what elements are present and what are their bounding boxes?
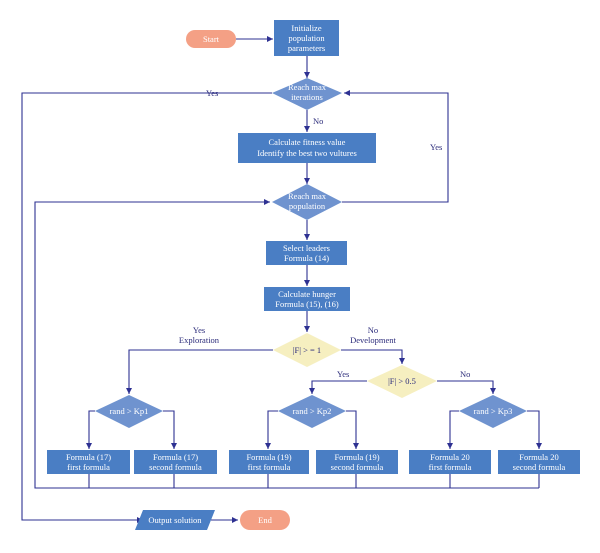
f20-second-line-1: Formula 20 [519,452,558,462]
edge-kp2-f19-second [346,410,359,449]
f19-second-line-2: second formula [331,462,384,472]
formula-17-second-node: Formula (17) second formula [134,450,217,474]
output-solution-node: Output solution [135,510,215,530]
reach-pop-line-2: population [289,201,326,211]
rand-kp2-node: rand > Kp2 [278,395,346,428]
reach-iter-line-1: Reach max [288,82,327,92]
edge-labels: Yes No Yes Yes Exploration No Developmen… [179,88,470,379]
label-half-no: No [460,369,470,379]
leaders-line-2: Formula (14) [284,253,329,263]
rand-kp3-label: rand > Kp3 [474,406,513,416]
f17-second-line-2: second formula [149,462,202,472]
label-development: Development [350,335,396,345]
init-line-2: population [288,33,325,43]
f19-second-line-1: Formula (19) [334,452,379,462]
edge-kp1-f17-first [86,410,95,449]
formula-19-second-node: Formula (19) second formula [316,450,398,474]
fitness-line-2: Identify the best two vultures [257,148,357,158]
calculate-fitness-node: Calculate fitness value Identify the bes… [238,133,376,163]
formula-17-first-node: Formula (17) first formula [47,450,130,474]
formula-20-first-node: Formula 20 first formula [409,450,491,474]
f-ge-05-label: |F| > 0.5 [388,376,416,386]
f20-second-line-2: second formula [513,462,566,472]
start-label: Start [203,34,220,44]
rand-kp2-label: rand > Kp2 [293,406,332,416]
reach-iter-line-2: iterations [291,92,323,102]
hunger-line-2: Formula (15), (16) [275,299,339,309]
edge-collector-loop [34,199,539,489]
output-label: Output solution [148,515,202,525]
select-leaders-node: Select leaders Formula (14) [266,241,347,265]
end-node: End [240,510,290,530]
f17-second-line-1: Formula (17) [153,452,198,462]
edge-iter-output [21,92,272,523]
edge-f1-f05 [341,349,405,364]
label-iter-no: No [313,116,323,126]
reach-max-population-node: Reach max population [272,184,342,220]
edge-kp2-f19-first [265,410,278,449]
label-exploration-yes: Yes [193,325,205,335]
initialize-node: Initialize population parameters [274,20,339,56]
reach-pop-line-1: Reach max [288,191,327,201]
init-line-3: parameters [288,43,325,53]
edge-kp3-f20-first [447,410,459,449]
reach-max-iterations-node: Reach max iterations [272,78,342,110]
label-half-yes: Yes [337,369,349,379]
end-label: End [258,515,272,525]
edge-f1-kp1 [126,349,273,394]
formula-19-first-node: Formula (19) first formula [229,450,309,474]
f19-first-line-2: first formula [248,462,291,472]
rand-kp1-node: rand > Kp1 [95,395,163,428]
rand-kp1-label: rand > Kp1 [110,406,149,416]
f-ge-05-node: |F| > 0.5 [367,365,437,398]
hunger-line-1: Calculate hunger [278,289,336,299]
f20-first-line-1: Formula 20 [430,452,469,462]
edge-f05-kp2 [309,380,367,394]
edges [21,36,542,523]
calculate-hunger-node: Calculate hunger Formula (15), (16) [264,287,350,311]
f-ge-1-label: |F| > = 1 [293,345,321,355]
label-development-no: No [368,325,378,335]
f17-first-line-1: Formula (17) [66,452,111,462]
init-line-1: Initialize [291,23,321,33]
edge-kp1-f17-second [163,410,177,449]
f19-first-line-1: Formula (19) [246,452,291,462]
start-node: Start [186,30,236,48]
formula-20-second-node: Formula 20 second formula [498,450,580,474]
edge-f05-kp3 [437,380,496,394]
leaders-line-1: Select leaders [283,243,330,253]
f17-first-line-2: first formula [67,462,110,472]
label-exploration: Exploration [179,335,220,345]
edge-pop-loop [342,90,449,203]
f20-first-line-2: first formula [429,462,472,472]
fitness-line-1: Calculate fitness value [269,137,346,147]
edge-kp3-f20-second [527,410,542,449]
label-iter-yes: Yes [206,88,218,98]
label-pop-yes: Yes [430,142,442,152]
rand-kp3-node: rand > Kp3 [459,395,527,428]
f-ge-1-node: |F| > = 1 [273,333,341,367]
